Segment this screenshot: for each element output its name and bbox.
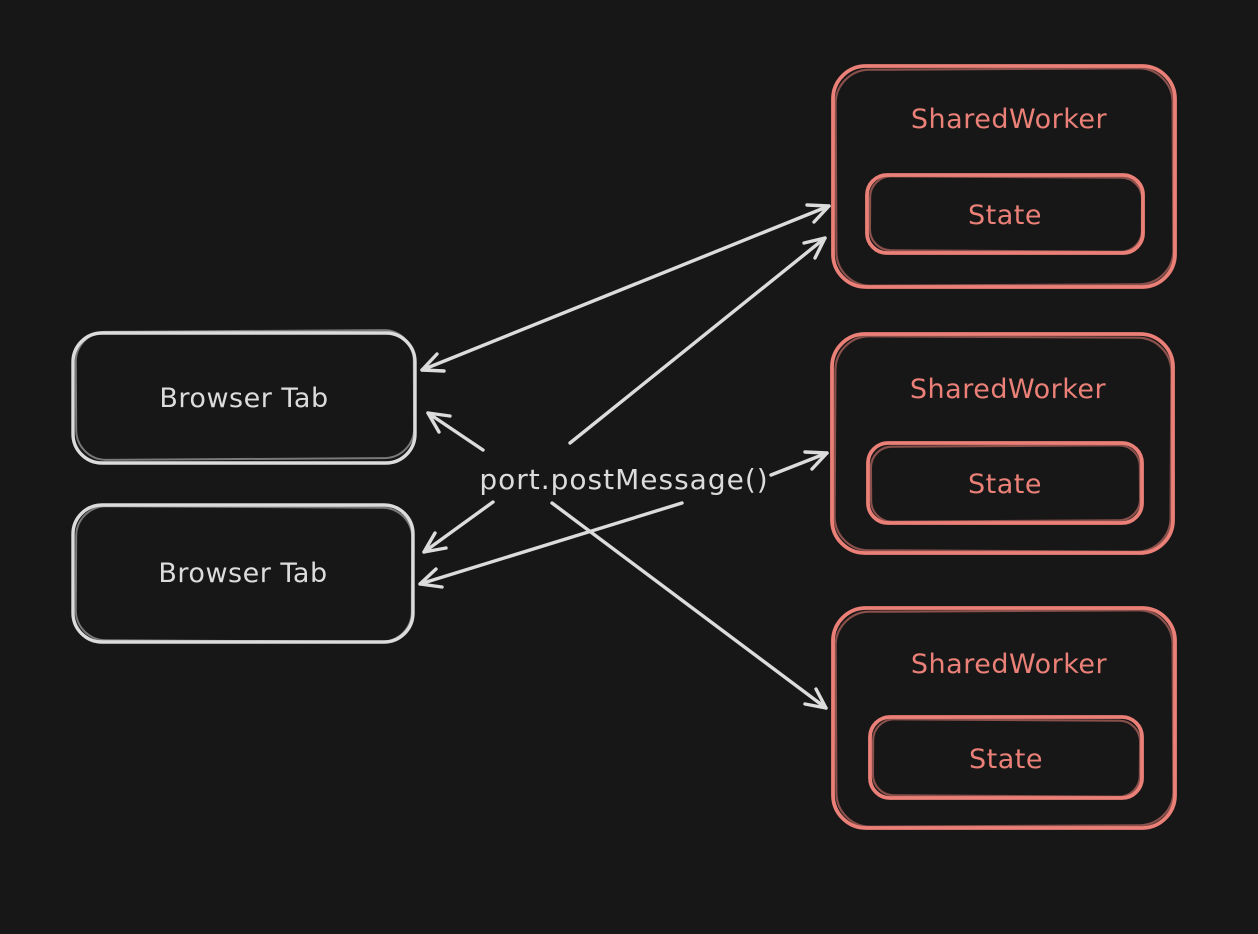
center-label: port.postMessage() [479, 463, 768, 496]
arrow-center-tab2-short [422, 500, 495, 554]
shared-worker-1: SharedWorker State [831, 64, 1177, 289]
shared-worker-3-label: SharedWorker [911, 649, 1108, 680]
shared-worker-2-label: SharedWorker [910, 374, 1107, 405]
state-box-3 [868, 715, 1144, 800]
shared-worker-2-sketch [833, 335, 1173, 553]
state-box-1 [865, 173, 1145, 255]
state-box-2-sketch [869, 444, 1142, 523]
arrow-center-worker1-shaft [568, 236, 827, 445]
arrow-tab1-worker1 [420, 203, 831, 373]
arrow-center-worker2-head [803, 450, 829, 471]
state-1-label: State [968, 200, 1042, 231]
arrow-center-worker1-head [802, 236, 827, 260]
arrow-center-tab2-long-shaft [418, 501, 684, 586]
arrow-tab1-worker1-shaft [420, 204, 831, 372]
shared-worker-3-box [831, 606, 1177, 830]
arrow-center-worker2-shaft [769, 451, 829, 477]
arrow-center-tab1-shaft [426, 411, 485, 452]
shared-worker-1-label: SharedWorker [911, 104, 1108, 135]
state-box-3-sketch [871, 718, 1142, 798]
arrow-center-tab2-long [418, 501, 684, 589]
browser-tab-1: Browser Tab [71, 329, 417, 465]
shared-worker-1-sketch [834, 67, 1175, 287]
shared-worker-2: SharedWorker State [830, 332, 1175, 555]
state-box-2 [866, 441, 1144, 525]
shared-worker-3: SharedWorker State [831, 606, 1177, 830]
arrow-tab1-worker1-head-left [420, 352, 446, 373]
browser-tab-1-label: Browser Tab [159, 383, 328, 414]
arrow-center-tab1-head [426, 411, 452, 434]
arrow-center-tab2-short-shaft [422, 500, 495, 554]
shared-worker-2-box [830, 332, 1175, 555]
state-2-label: State [968, 469, 1042, 500]
browser-tab-1-box [71, 331, 417, 465]
arrow-center-worker1 [568, 236, 827, 445]
arrow-center-worker3-shaft [550, 501, 828, 710]
shared-worker-3-sketch [834, 609, 1175, 828]
browser-tab-2-label: Browser Tab [158, 558, 327, 589]
arrow-center-worker3 [550, 501, 828, 710]
arrow-center-worker2 [769, 450, 829, 477]
arrow-center-tab1 [426, 411, 485, 452]
arrow-tab1-worker1-head-right [805, 203, 831, 224]
shared-worker-1-box [831, 64, 1177, 289]
arrow-center-tab2-short-head [422, 531, 448, 554]
arrow-center-tab2-long-head [418, 567, 444, 589]
state-3-label: State [969, 744, 1043, 775]
arrow-center-worker3-head [803, 687, 828, 710]
browser-tab-2: Browser Tab [71, 503, 415, 644]
browser-tab-2-box [71, 503, 415, 644]
